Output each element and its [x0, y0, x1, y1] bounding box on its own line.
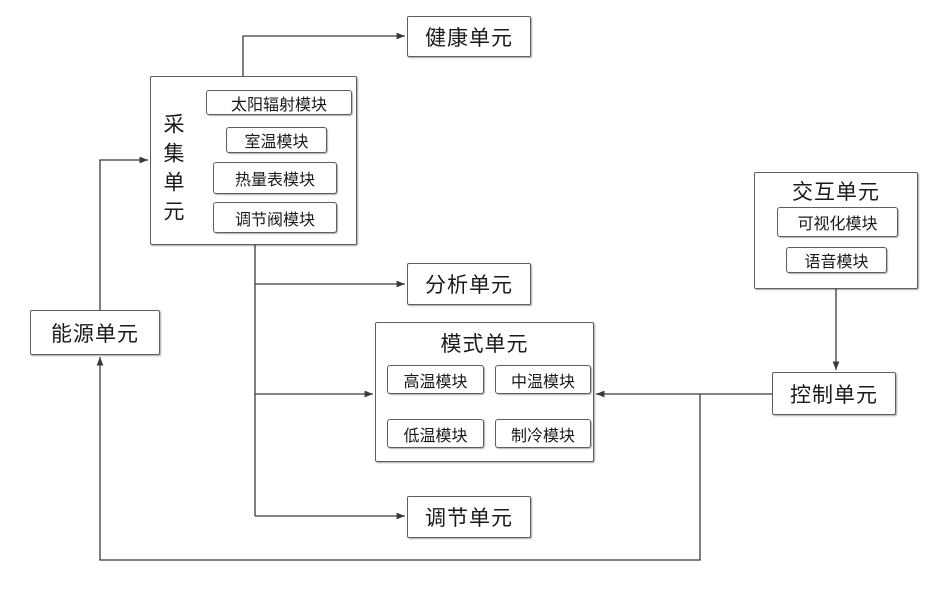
health-unit-label: 健康单元 [425, 22, 513, 52]
collection-unit-label: 采集单元 [162, 113, 183, 229]
voice-module: 语音模块 [786, 247, 887, 273]
connector-collection-to-health [243, 36, 405, 76]
interaction-unit: 交互单元 可视化模块 语音模块 [754, 172, 918, 289]
connector-energy-to-collection [100, 160, 148, 310]
high-temperature-module: 高温模块 [387, 365, 484, 394]
control-unit-label: 控制单元 [790, 379, 878, 409]
regulation-unit: 调节单元 [407, 496, 531, 538]
room-temperature-module: 室温模块 [226, 127, 327, 153]
health-unit: 健康单元 [407, 16, 531, 57]
collection-unit: 采集单元 太阳辐射模块 室温模块 热量表模块 调节阀模块 [150, 76, 357, 245]
regulation-unit-label: 调节单元 [425, 502, 513, 532]
interaction-unit-label: 交互单元 [755, 176, 917, 206]
control-unit: 控制单元 [772, 372, 896, 415]
solar-radiation-module: 太阳辐射模块 [206, 90, 352, 115]
analysis-unit: 分析单元 [407, 263, 531, 305]
regulating-valve-module: 调节阀模块 [213, 202, 337, 233]
medium-temperature-module: 中温模块 [495, 365, 591, 394]
analysis-unit-label: 分析单元 [425, 269, 513, 299]
visualization-module: 可视化模块 [777, 207, 898, 237]
mode-unit: 模式单元 高温模块 中温模块 低温模块 制冷模块 [375, 322, 594, 462]
mode-unit-label: 模式单元 [376, 328, 593, 358]
cooling-module: 制冷模块 [495, 419, 591, 448]
energy-unit: 能源单元 [30, 310, 160, 355]
energy-unit-label: 能源单元 [51, 318, 139, 348]
low-temperature-module: 低温模块 [387, 419, 484, 448]
heat-meter-module: 热量表模块 [213, 162, 337, 194]
